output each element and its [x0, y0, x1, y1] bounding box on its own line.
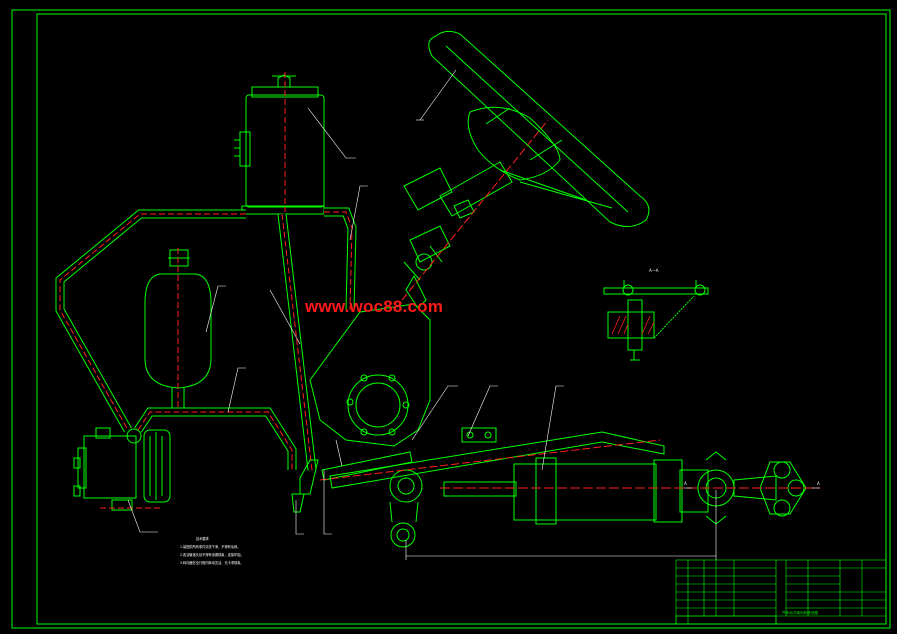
outer-border [11, 9, 891, 629]
notes-line-3: 3.转向器在全行程内转动灵活，无卡滞现象。 [180, 560, 244, 565]
column-centerline [401, 119, 549, 301]
title-block-drawing-name: 汽车动力转向系统总图 [782, 610, 818, 615]
linkage-centerline [319, 439, 661, 481]
section-hatch [611, 315, 655, 335]
section-label: A—A [649, 268, 659, 273]
steering-gear-box [309, 303, 497, 447]
oil-pipes [55, 207, 357, 471]
watermark-text: www.woc88.com [305, 297, 444, 316]
section-view-a-a [603, 280, 709, 361]
notes-title: 技术要求 [196, 536, 210, 541]
section-mark-left: A [684, 481, 687, 486]
power-steering-pump [73, 427, 171, 511]
section-mark-right: A [817, 481, 820, 486]
power-cylinder [443, 451, 807, 525]
steering-wheel [428, 30, 650, 227]
oil-reservoir [234, 74, 325, 215]
notes-line-2: 2.各油管接头处不得有渗漏现象，连接牢固。 [180, 552, 244, 557]
title-block [675, 559, 887, 625]
dimension-line [405, 490, 717, 560]
leader-lines [127, 69, 564, 535]
drag-link [291, 431, 665, 548]
notes-line-1: 1.装配前所有零件清洗干净，不得有毛刺。 [180, 544, 240, 549]
inner-border [36, 13, 887, 625]
